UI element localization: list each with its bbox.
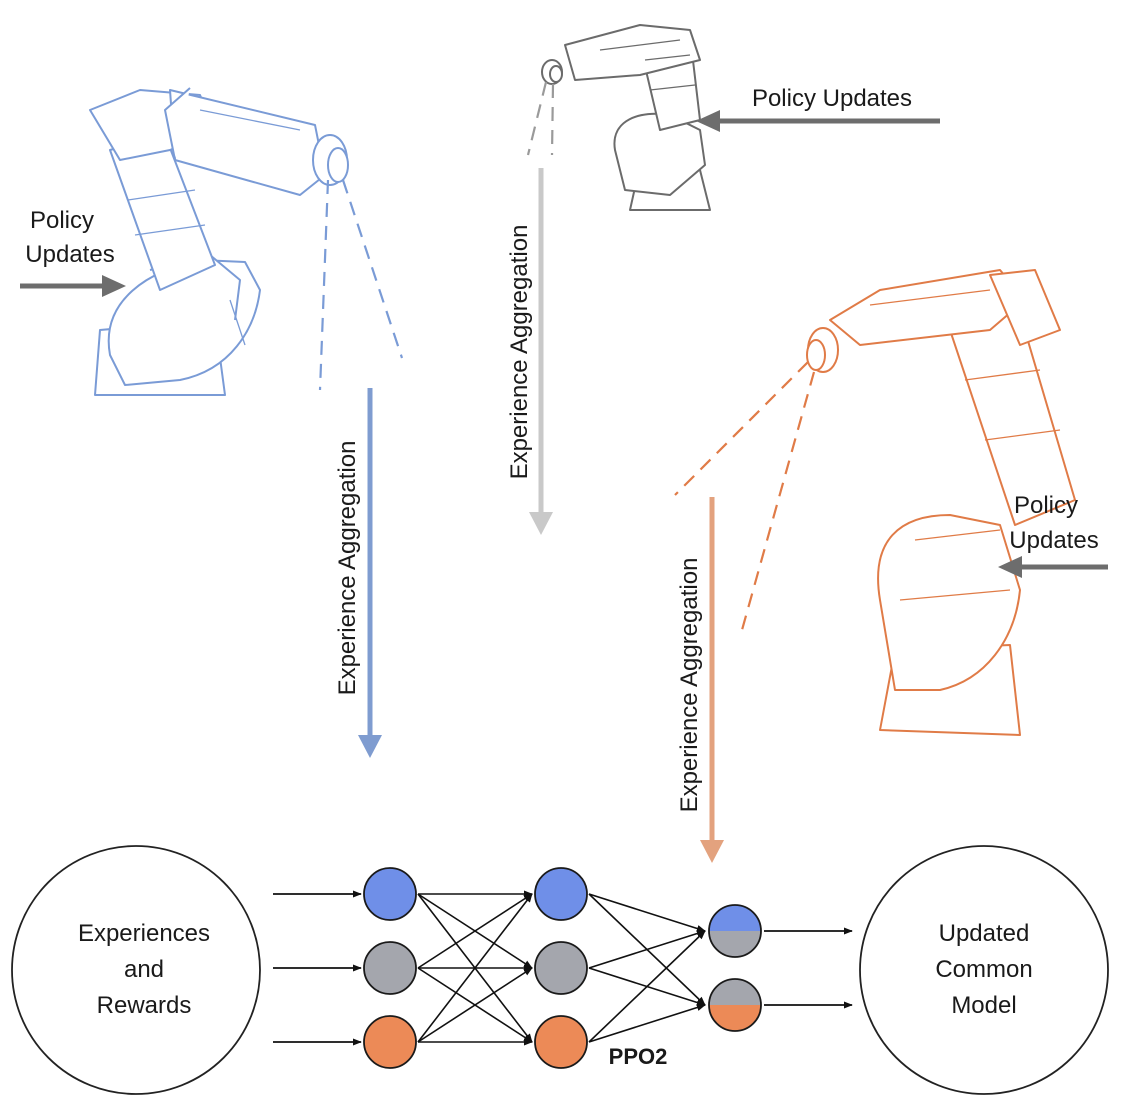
policy-label-left-line2: Updates [25, 241, 114, 268]
policy-label-left-line1: Policy [30, 207, 94, 234]
model-label-line2: Common [935, 956, 1032, 983]
robot-arm-gray [541, 24, 711, 211]
experience-label-gray: Experience Aggregation [506, 225, 533, 480]
node-hidden-orange [534, 1015, 588, 1069]
experiences-label-line1: Experiences [78, 920, 210, 947]
experiences-circle [11, 845, 261, 1095]
node-input-gray [363, 941, 417, 995]
experience-label-orange: Experience Aggregation [676, 558, 703, 813]
model-label-line1: Updated [939, 920, 1030, 947]
node-hidden-gray [534, 941, 588, 995]
sensing-cone-orange [674, 361, 816, 631]
robot-arm-blue [89, 87, 349, 396]
model-circle [859, 845, 1109, 1095]
policy-arrow-top [696, 110, 940, 132]
node-input-blue [363, 867, 417, 921]
policy-arrow-right [998, 556, 1108, 578]
robot-arm-orange [806, 269, 1076, 736]
experience-arrow-blue [358, 388, 382, 758]
network-connections-layer2 [588, 893, 706, 1043]
sensing-cone-blue [318, 179, 404, 391]
node-hidden-blue [534, 867, 588, 921]
experience-arrow-orange [700, 497, 724, 863]
network-output-arrows [764, 927, 853, 1009]
network-input-arrows [273, 890, 362, 1046]
node-output-blue-gray [708, 904, 762, 958]
policy-arrow-left [20, 275, 126, 297]
node-input-orange [363, 1015, 417, 1069]
policy-label-right-line2: Updates [1009, 527, 1098, 554]
algorithm-label: PPO2 [609, 1044, 668, 1069]
network-connections-layer1 [417, 890, 533, 1046]
sensing-cone-gray [526, 81, 555, 156]
experiences-label-line3: Rewards [97, 992, 192, 1019]
experience-arrow-gray [529, 168, 553, 535]
experiences-label-line2: and [124, 956, 164, 983]
node-output-gray-orange [708, 978, 762, 1032]
experience-label-blue: Experience Aggregation [334, 441, 361, 696]
policy-label-right-line1: Policy [1014, 492, 1078, 519]
policy-label-top: Policy Updates [752, 85, 912, 112]
model-label-line3: Model [951, 992, 1016, 1019]
